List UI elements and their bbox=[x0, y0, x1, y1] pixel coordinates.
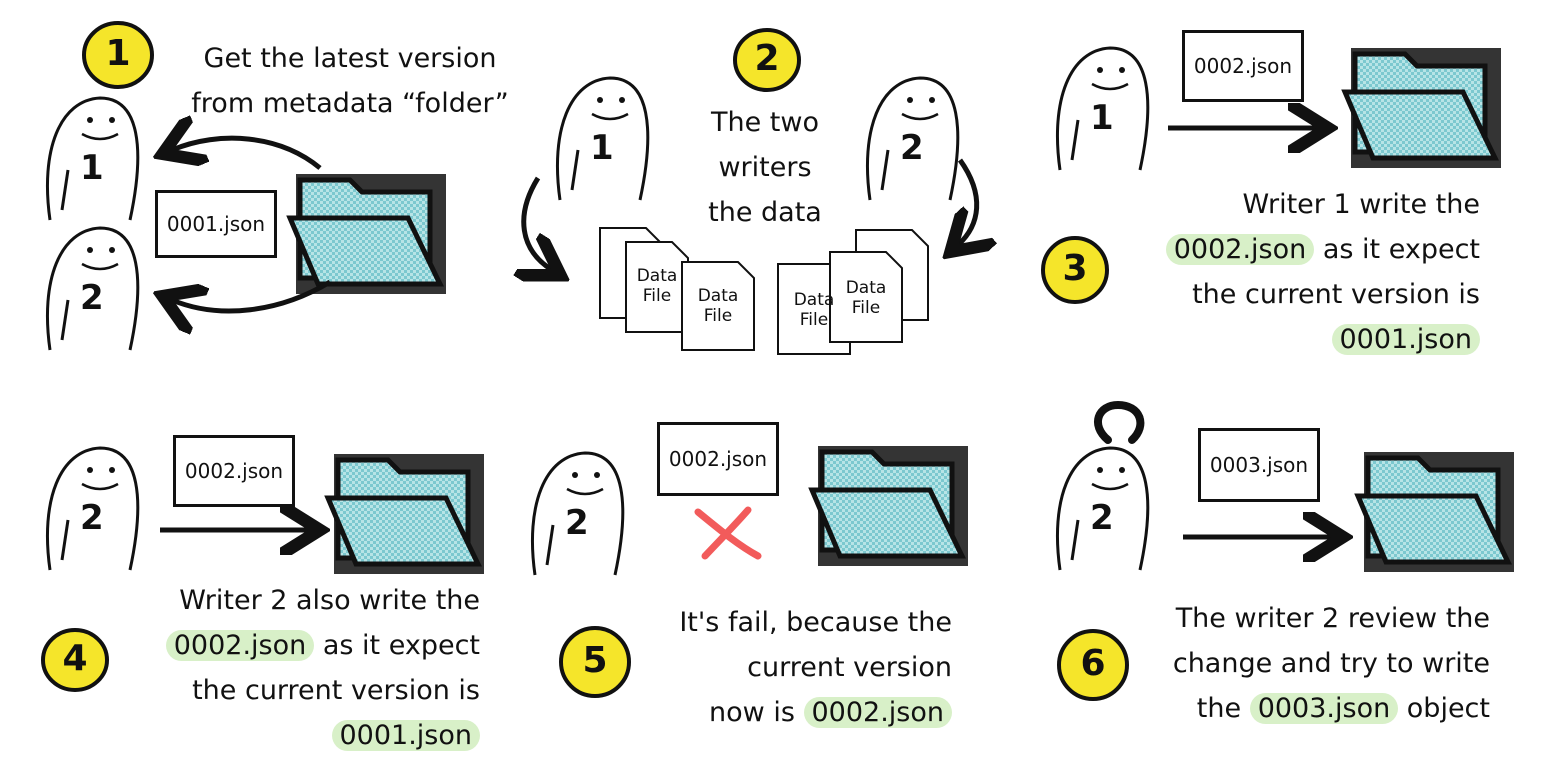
step5-highlight-file: 0002.json bbox=[803, 697, 952, 728]
step3-caption-line1: Writer 1 write the bbox=[1242, 189, 1480, 220]
step4-caption-line4: 0001.json bbox=[110, 713, 480, 758]
step4-caption-line3: the current version is bbox=[192, 675, 480, 706]
step5-caption-line2: current version bbox=[747, 652, 952, 683]
step6-refresh-icon bbox=[1094, 400, 1145, 444]
step5-file-box: 0002.json bbox=[657, 422, 779, 496]
step2-data-files-left bbox=[599, 227, 755, 351]
step4-highlight-current: 0001.json bbox=[331, 720, 480, 751]
step6-caption-line3-pre: the bbox=[1196, 693, 1250, 724]
step3-caption-line4: 0001.json bbox=[1110, 317, 1480, 362]
step6-folder bbox=[1358, 452, 1514, 572]
step5-caption-line1: It's fail, because the bbox=[679, 607, 952, 638]
step2-caption-line3: the data bbox=[708, 197, 822, 228]
step2-data-file-label-3: Data File bbox=[793, 290, 835, 330]
step3-writer-label: 1 bbox=[1090, 98, 1114, 138]
step2-caption: The two writers the data bbox=[660, 100, 870, 235]
step1-arrow-to-w2 bbox=[172, 279, 332, 311]
step4-caption-line2-rest: as it expect bbox=[314, 630, 480, 661]
step5-folder bbox=[812, 446, 968, 566]
step3-caption-line3: the current version is bbox=[1192, 279, 1480, 310]
step3-caption-line2-rest: as it expect bbox=[1314, 234, 1480, 265]
step1-file-box: 0001.json bbox=[155, 190, 277, 258]
step4-highlight-file: 0002.json bbox=[165, 630, 315, 661]
step1-arrow-to-w1 bbox=[172, 138, 322, 170]
step1-number: 1 bbox=[105, 33, 131, 74]
step4-writer-label: 2 bbox=[80, 498, 104, 538]
step3-folder bbox=[1345, 48, 1501, 168]
step3-file-box: 0002.json bbox=[1182, 30, 1304, 102]
step2-caption-line1: The two bbox=[711, 107, 819, 138]
step3-badge bbox=[1041, 236, 1109, 304]
step4-folder bbox=[328, 454, 484, 574]
step3-caption: Writer 1 write the 0002.json as it expec… bbox=[1110, 182, 1480, 362]
step5-writer-label: 2 bbox=[565, 503, 589, 543]
step4-file-box: 0002.json bbox=[173, 435, 295, 507]
step6-caption-line3: the 0003.json object bbox=[1128, 686, 1490, 731]
step2-data-file-label-4: Data File bbox=[845, 278, 887, 318]
step4-badge bbox=[41, 628, 109, 692]
step1-caption: Get the latest version from metadata “fo… bbox=[160, 36, 540, 126]
step5-caption: It's fail, because the current version n… bbox=[630, 600, 952, 735]
step2-arrow-right bbox=[958, 158, 977, 245]
step1-caption-line2: from metadata “folder” bbox=[191, 88, 509, 119]
step4-number: 4 bbox=[62, 638, 88, 679]
step5-number: 5 bbox=[582, 640, 608, 681]
step2-number: 2 bbox=[754, 38, 780, 79]
step4-caption: Writer 2 also write the 0002.json as it … bbox=[110, 578, 480, 758]
step1-writer1-label: 1 bbox=[80, 148, 104, 188]
step2-data-file-label-1: Data File bbox=[636, 266, 678, 306]
step5-caption-line3-pre: now is bbox=[709, 697, 804, 728]
step1-writer2-label: 2 bbox=[80, 278, 104, 318]
step3-highlight-file: 0002.json bbox=[1165, 234, 1315, 265]
step5-fail-x-icon bbox=[694, 506, 762, 560]
step5-badge bbox=[559, 626, 631, 698]
step2-arrow-left bbox=[524, 176, 552, 270]
step6-badge bbox=[1057, 629, 1129, 701]
step2-data-file-label-2: Data File bbox=[697, 286, 739, 326]
step2-caption-line2: writers bbox=[718, 152, 812, 183]
step3-number: 3 bbox=[1062, 248, 1088, 289]
step6-caption-line1: The writer 2 review the bbox=[1175, 603, 1490, 634]
step6-file-box: 0003.json bbox=[1198, 428, 1320, 502]
step2-writer2-label: 2 bbox=[900, 128, 924, 168]
step6-caption: The writer 2 review the change and try t… bbox=[1128, 596, 1490, 731]
step2-data-files-right bbox=[777, 229, 929, 355]
step1-caption-line1: Get the latest version bbox=[203, 43, 497, 74]
step1-folder bbox=[290, 174, 446, 294]
step2-writer1-label: 1 bbox=[590, 128, 614, 168]
step6-highlight-file: 0003.json bbox=[1249, 693, 1399, 724]
step2-badge bbox=[733, 28, 801, 92]
step6-caption-line3-post: object bbox=[1398, 693, 1490, 724]
step4-caption-line1: Writer 2 also write the bbox=[179, 585, 480, 616]
step5-caption-line3: now is 0002.json bbox=[630, 690, 952, 735]
step3-caption-line2: 0002.json as it expect bbox=[1110, 227, 1480, 272]
step3-highlight-current: 0001.json bbox=[1331, 324, 1480, 355]
step6-number: 6 bbox=[1080, 643, 1106, 684]
step6-caption-line2: change and try to write bbox=[1172, 648, 1490, 679]
step4-caption-line2: 0002.json as it expect bbox=[110, 623, 480, 668]
step1-badge bbox=[82, 21, 154, 89]
step6-writer-label: 2 bbox=[1090, 498, 1114, 538]
